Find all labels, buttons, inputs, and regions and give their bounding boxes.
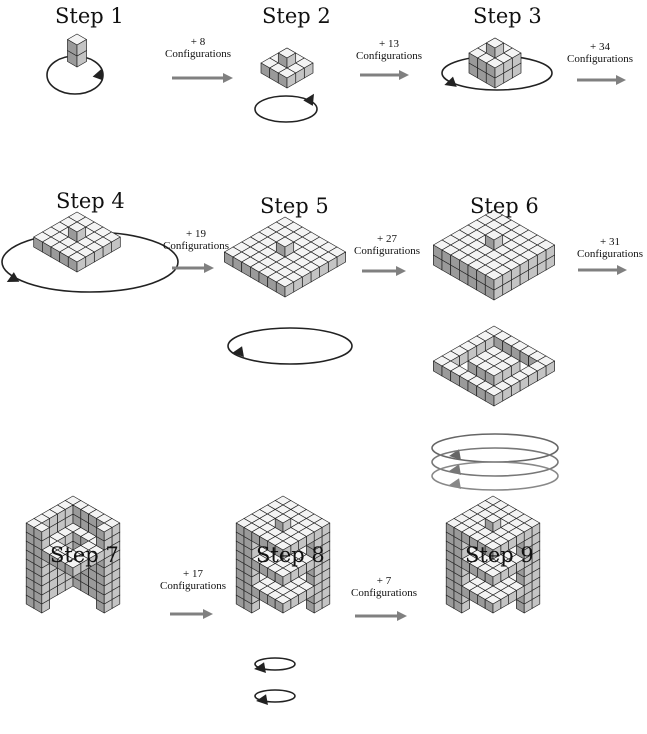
- transition-4-text: Configurations: [163, 240, 229, 252]
- step-8-title: Step 8: [256, 543, 325, 567]
- transition-5-count: + 27: [377, 233, 397, 245]
- step-7-rotation-ring-2: [31, 679, 113, 708]
- transition-3-text: Configurations: [567, 53, 633, 65]
- transition-2-arrow: [360, 70, 409, 80]
- transition-7-arrow: [170, 609, 213, 619]
- step-8-rotation-ring-2: [254, 689, 296, 706]
- transition-8-count: + 7: [376, 575, 392, 587]
- step-6-ring-plate: [433, 325, 555, 407]
- transition-3-count: + 34: [590, 41, 610, 53]
- transition-4-arrow: [172, 263, 214, 273]
- transition-6-text: Configurations: [577, 248, 643, 260]
- transition-1-count: + 8: [190, 36, 206, 48]
- step-5-title: Step 5: [260, 194, 329, 218]
- transition-8-text: Configurations: [351, 587, 417, 599]
- step-2-rotation-arrow: [254, 93, 318, 123]
- transition-7-count: + 17: [183, 568, 203, 580]
- transition-6-arrow: [578, 265, 627, 275]
- step-8-assembly: [235, 495, 331, 614]
- transition-2-text: Configurations: [356, 50, 422, 62]
- transition-1-text: Configurations: [165, 48, 231, 60]
- step-9-assembly: [445, 495, 541, 614]
- step-7-title: Step 7: [50, 543, 119, 567]
- step-6-rotation-ring-2: [431, 447, 559, 477]
- step-6-assembly: [433, 209, 555, 301]
- step-5-rotation-arrow: [227, 327, 353, 365]
- step-4-assembly: [33, 211, 121, 273]
- step-7-rotation-ring-1: [31, 665, 113, 688]
- transition-3-arrow: [577, 75, 626, 85]
- step-5-assembly: [224, 216, 346, 298]
- transition-1-arrow: [172, 73, 233, 83]
- transition-5-text: Configurations: [354, 245, 420, 257]
- step-2-title: Step 2: [262, 4, 331, 28]
- transition-8-arrow: [355, 611, 407, 621]
- step-6-rotation-ring-3: [431, 461, 559, 491]
- step-3-assembly: [468, 37, 522, 89]
- step-2-assembly: [260, 47, 314, 89]
- transition-6-count: + 31: [600, 236, 620, 248]
- transition-4-count: + 19: [186, 228, 206, 240]
- step-4-title: Step 4: [56, 189, 125, 213]
- transition-2-count: + 13: [379, 38, 399, 50]
- transition-7-text: Configurations: [160, 580, 226, 592]
- step-8-rotation-ring-1: [254, 657, 296, 674]
- step-1-title: Step 1: [55, 4, 124, 28]
- transition-5-arrow: [362, 266, 406, 276]
- step-3-title: Step 3: [473, 4, 542, 28]
- step-9-title: Step 9: [465, 543, 534, 567]
- step-1-assembly: [67, 33, 87, 68]
- step-6-title: Step 6: [470, 194, 539, 218]
- step-7-assembly: [25, 495, 121, 614]
